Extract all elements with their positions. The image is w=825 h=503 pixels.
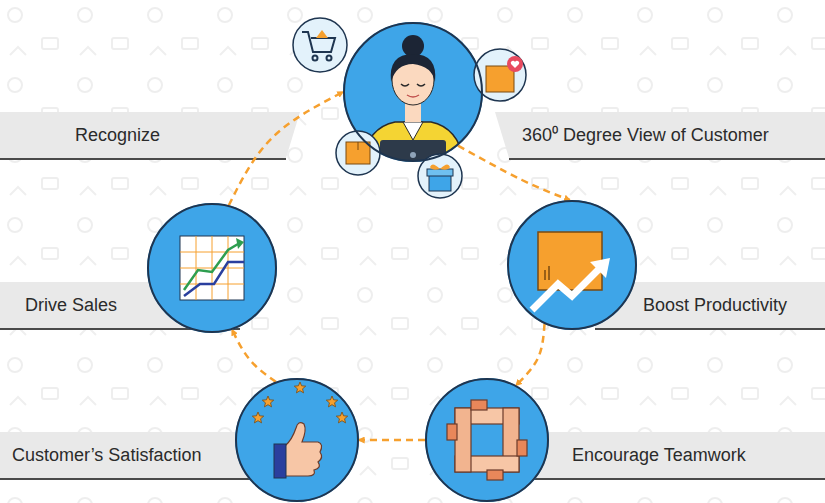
heart-box-icon — [507, 56, 523, 72]
dashed-arrow — [516, 324, 544, 385]
boost-icon — [538, 232, 602, 290]
person-illustration — [401, 84, 425, 86]
cart-icon — [302, 30, 335, 61]
box-icon — [346, 142, 370, 164]
icon-badge — [293, 18, 347, 72]
circle-fill — [507, 200, 637, 330]
person-illustration — [391, 54, 436, 82]
circle-outline — [148, 204, 276, 332]
heart-box-icon — [486, 56, 523, 92]
label-band — [495, 112, 825, 158]
dashed-arrow — [229, 92, 343, 205]
thumbs-up-icon — [252, 382, 347, 478]
dashed-arrow — [359, 439, 425, 442]
thumbs-up-icon — [285, 423, 322, 476]
chart-icon — [180, 236, 244, 300]
person-illustration — [402, 35, 424, 57]
band-label: Drive Sales — [25, 282, 145, 328]
circle-fill — [147, 203, 277, 333]
circle-node: Drive Sales — [147, 203, 277, 333]
thumbs-up-icon — [252, 412, 263, 423]
circle-outline — [235, 378, 359, 502]
thumbs-up-icon — [262, 396, 273, 407]
chart-icon — [180, 236, 244, 300]
label-band — [0, 478, 260, 480]
circle-node: Recognize360⁰ Degree View of Customer — [343, 22, 483, 162]
label-band — [530, 478, 825, 480]
label-band — [0, 112, 300, 158]
thumbs-up-icon — [326, 396, 337, 407]
circle-fill — [425, 378, 549, 502]
teamwork-icon — [471, 400, 487, 410]
chart-icon — [184, 262, 244, 296]
band-label: Boost Productivity — [643, 282, 819, 328]
gift-icon — [427, 164, 453, 191]
circle-fill — [235, 378, 359, 502]
dashed-arrow — [232, 330, 276, 382]
band-label: 360⁰ Degree View of Customer — [522, 112, 818, 158]
band-label: Customer’s Satisfaction — [12, 432, 234, 478]
chart-icon — [236, 238, 244, 249]
label-band — [0, 432, 260, 478]
circle-outline — [425, 378, 549, 502]
gift-icon — [429, 175, 451, 191]
circle-outline — [344, 23, 482, 161]
circle-outline — [343, 22, 483, 162]
label-band — [0, 112, 825, 479]
chart-icon — [180, 236, 244, 300]
band-label: Encourage Teamwork — [572, 432, 818, 478]
teamwork-icon — [517, 440, 527, 456]
thumbs-up-icon — [336, 412, 347, 423]
label-band — [595, 328, 825, 330]
person-illustration — [403, 122, 423, 140]
thumbs-up-icon — [274, 444, 286, 478]
teamwork-icon — [447, 400, 527, 480]
gift-icon — [427, 169, 453, 176]
cart-icon — [327, 56, 332, 61]
circle-outline — [426, 379, 548, 501]
box-icon — [358, 142, 359, 150]
person-illustration — [407, 95, 419, 97]
circle-outline — [507, 200, 637, 330]
dashed-arrow — [458, 146, 570, 200]
circle-node: Customer’s Satisfaction — [235, 378, 359, 502]
person-illustration — [410, 152, 416, 158]
cart-icon — [316, 30, 328, 38]
circle-fill — [147, 22, 637, 502]
circle-node: Encourage Teamwork — [425, 378, 549, 502]
boost-icon — [548, 266, 550, 280]
teamwork-icon — [487, 470, 503, 480]
boost-icon — [544, 270, 546, 280]
band-label: Recognize — [75, 112, 275, 158]
chart-icon — [228, 236, 229, 300]
label-band — [509, 158, 825, 160]
gift-icon — [430, 164, 450, 169]
chart-icon — [180, 268, 244, 269]
boost-icon — [532, 268, 600, 310]
teamwork-icon — [447, 424, 457, 440]
boost-icon — [590, 258, 610, 278]
circle-outline — [508, 201, 636, 329]
heart-box-icon — [511, 61, 519, 68]
circle-outline — [147, 203, 277, 333]
circle-node: Boost Productivity — [507, 200, 637, 330]
boost-icon — [532, 232, 610, 310]
circle-outline — [236, 379, 358, 501]
icon-badge — [336, 131, 380, 175]
label-band — [0, 158, 286, 160]
box-icon — [346, 142, 370, 164]
label-band — [530, 432, 825, 478]
icon-badge — [293, 18, 526, 198]
cart-icon — [313, 56, 318, 61]
thumbs-up-icon — [294, 382, 305, 393]
